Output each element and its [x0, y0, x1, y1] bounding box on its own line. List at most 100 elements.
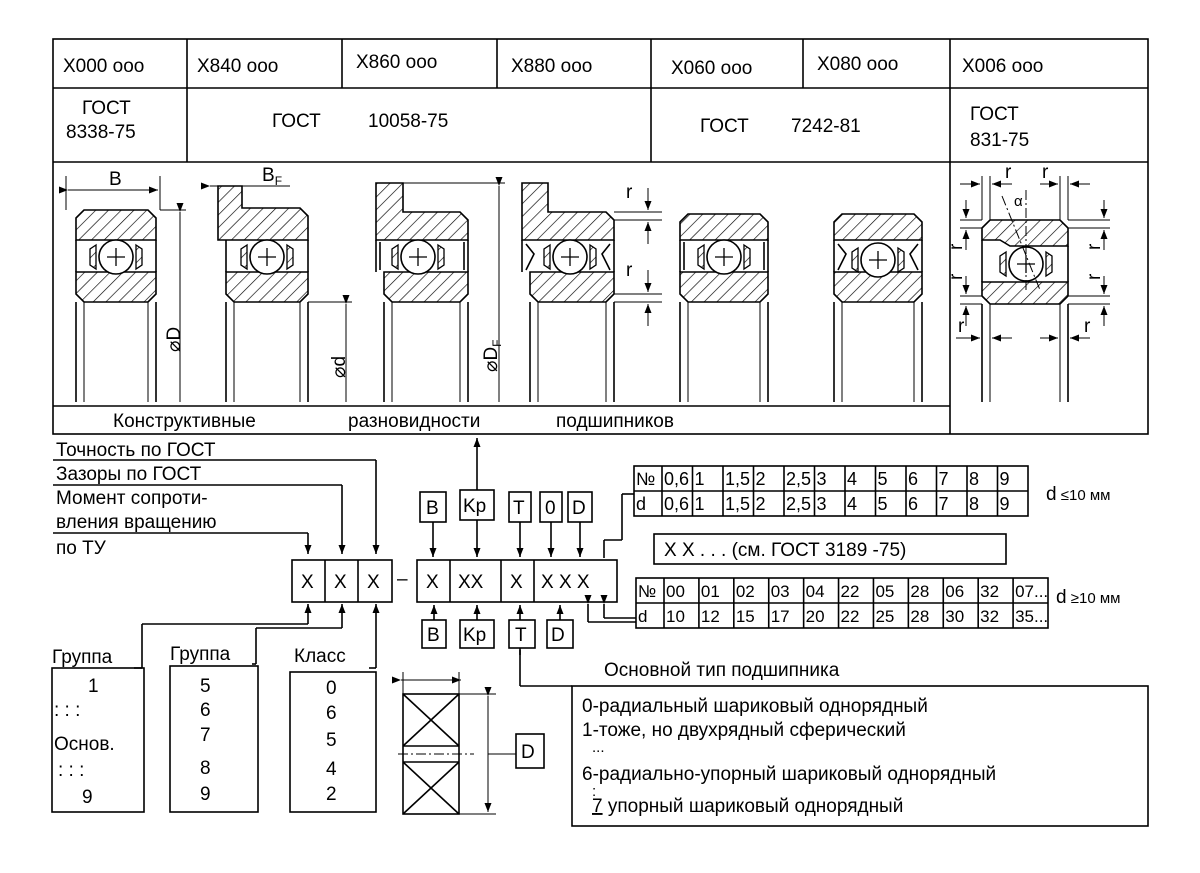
- top-box-d-label: D: [572, 498, 586, 519]
- group-2-item: 7: [200, 725, 211, 746]
- small-table-cell: 1,5: [725, 469, 750, 489]
- small-table-cell: 2,5: [786, 469, 811, 489]
- large-table-cell: d: [638, 607, 647, 626]
- group-1-box: [51, 667, 145, 813]
- large-table-cell: 15: [736, 607, 755, 626]
- bottom-box-b: [421, 619, 447, 649]
- type-0: 0-радиальный шариковый однорядный: [582, 696, 928, 717]
- group-1-item: Основ.: [54, 734, 115, 755]
- code-x2: X: [334, 572, 347, 593]
- dim-r-label-2: r: [626, 260, 633, 281]
- series-x060: X060 ooo: [671, 58, 752, 79]
- group-1-item: 1: [88, 676, 99, 697]
- dim-r-label-3: r: [1005, 162, 1012, 183]
- code-dash: –: [397, 569, 408, 590]
- group-lists: Группа 1 : : : Основ. : : : 9 Группа 5 6…: [51, 604, 380, 813]
- small-table-cell: 2: [756, 494, 766, 514]
- bottom-box-t-label: T: [515, 625, 527, 646]
- table-frame: [52, 38, 1149, 435]
- small-table-cell: 1: [695, 494, 705, 514]
- group-1-item: : : :: [58, 760, 84, 781]
- series-table: X000 ooo X840 ooo X860 ooo X880 ooo X060…: [52, 38, 1149, 435]
- dim-r-label-5: r: [946, 243, 967, 250]
- dim-r-label-1: r: [626, 182, 633, 203]
- series-x880: X880 ooo: [511, 56, 592, 77]
- code-x6: X: [510, 572, 523, 593]
- small-table-cell: 3: [817, 469, 827, 489]
- type-6: 6-радиально-упорный шариковый однорядный: [582, 764, 996, 785]
- type-box: [571, 685, 1149, 827]
- small-table-cell: 8: [969, 494, 979, 514]
- dim-d-inner-label: ⌀d: [329, 356, 350, 378]
- small-table-cell: 3: [817, 494, 827, 514]
- top-box-b: [419, 491, 447, 523]
- large-table-cell: 00: [666, 582, 685, 601]
- small-table-cell: 7: [939, 494, 949, 514]
- code-x4: X: [426, 572, 439, 593]
- gost-4-number: 831-75: [970, 130, 1029, 151]
- moment-label-3: по ТУ: [56, 538, 107, 559]
- small-table-cell: 1,5: [725, 494, 750, 514]
- small-table-cell: №: [636, 469, 655, 489]
- bearing-drawing-1: B ⌀D: [59, 169, 186, 402]
- moment-label-1: Момент сопроти-: [56, 488, 208, 509]
- group-2-item: 6: [200, 700, 211, 721]
- dim-r-label-10: r: [1084, 316, 1091, 337]
- bottom-box-kp: [459, 619, 495, 649]
- bearing-drawing-3: ⌀DF: [375, 177, 505, 402]
- series-x006: X006 ooo: [962, 56, 1043, 77]
- large-table-cell: 03: [771, 582, 790, 601]
- caption-word-1: Конструктивные: [113, 411, 256, 432]
- alpha-label: α: [1014, 193, 1023, 210]
- large-table-cell: 32: [980, 582, 999, 601]
- large-table-cell: 25: [875, 607, 894, 626]
- small-table-cell: 4: [847, 469, 857, 489]
- dim-r-label-9: r: [958, 316, 965, 337]
- large-table-cell: 22: [841, 582, 860, 601]
- large-table-cell: 04: [806, 582, 825, 601]
- small-table-cell: 8: [969, 469, 979, 489]
- code-x7: X X X: [541, 572, 590, 593]
- clearance-label: Зазоры по ГОСТ: [56, 464, 202, 485]
- small-table-cell: 9: [1000, 469, 1010, 489]
- gost-3-label: ГОСТ: [700, 116, 749, 137]
- small-table-cell: 9: [1000, 494, 1010, 514]
- left-prefix-labels: Точность по ГОСТ Зазоры по ГОСТ Момент с…: [53, 440, 380, 559]
- large-table-cell: 10: [666, 607, 685, 626]
- gost-4-label: ГОСТ: [970, 104, 1019, 125]
- bottom-box-d-label: D: [551, 625, 565, 646]
- series-x000: X000 ooo: [63, 56, 144, 77]
- large-table-cell: 35...: [1015, 607, 1048, 626]
- small-table-cell: d: [636, 494, 646, 514]
- bearing-drawing-6: [833, 213, 923, 402]
- large-table-cell: 28: [910, 582, 929, 601]
- large-table-cell: 20: [806, 607, 825, 626]
- group-2-title: Группа: [170, 644, 231, 665]
- bottom-box-kp-label: Kp: [463, 625, 486, 646]
- large-table-note: d ≥10 мм: [1056, 587, 1120, 608]
- type-7: 7 упорный шариковый однорядный: [592, 796, 903, 817]
- bearing-sections: B ⌀D BF ⌀d: [59, 162, 1110, 402]
- small-table-cell: 4: [847, 494, 857, 514]
- small-table-cell: 0,6: [664, 469, 689, 489]
- d-box: [515, 733, 545, 769]
- series-x840: X840 ooo: [197, 56, 278, 77]
- small-table-note: d ≤10 мм: [1046, 484, 1110, 505]
- top-box-kp-label: Kp: [463, 496, 486, 517]
- small-table-cell: 0,6: [664, 494, 689, 514]
- small-table-cell: 5: [878, 469, 888, 489]
- small-table-cell: 7: [939, 469, 949, 489]
- moment-label-2: вления вращению: [56, 512, 217, 533]
- large-table-cell: 12: [701, 607, 720, 626]
- small-table-cell: 6: [908, 469, 918, 489]
- top-box-d: [567, 491, 593, 523]
- dim-r-label-6: r: [1084, 243, 1105, 250]
- class-item: 5: [326, 730, 337, 751]
- series-x080: X080 ooo: [817, 54, 898, 75]
- class-item: 4: [326, 759, 337, 780]
- small-table-cell: 6: [908, 494, 918, 514]
- large-table-cell: 17: [771, 607, 790, 626]
